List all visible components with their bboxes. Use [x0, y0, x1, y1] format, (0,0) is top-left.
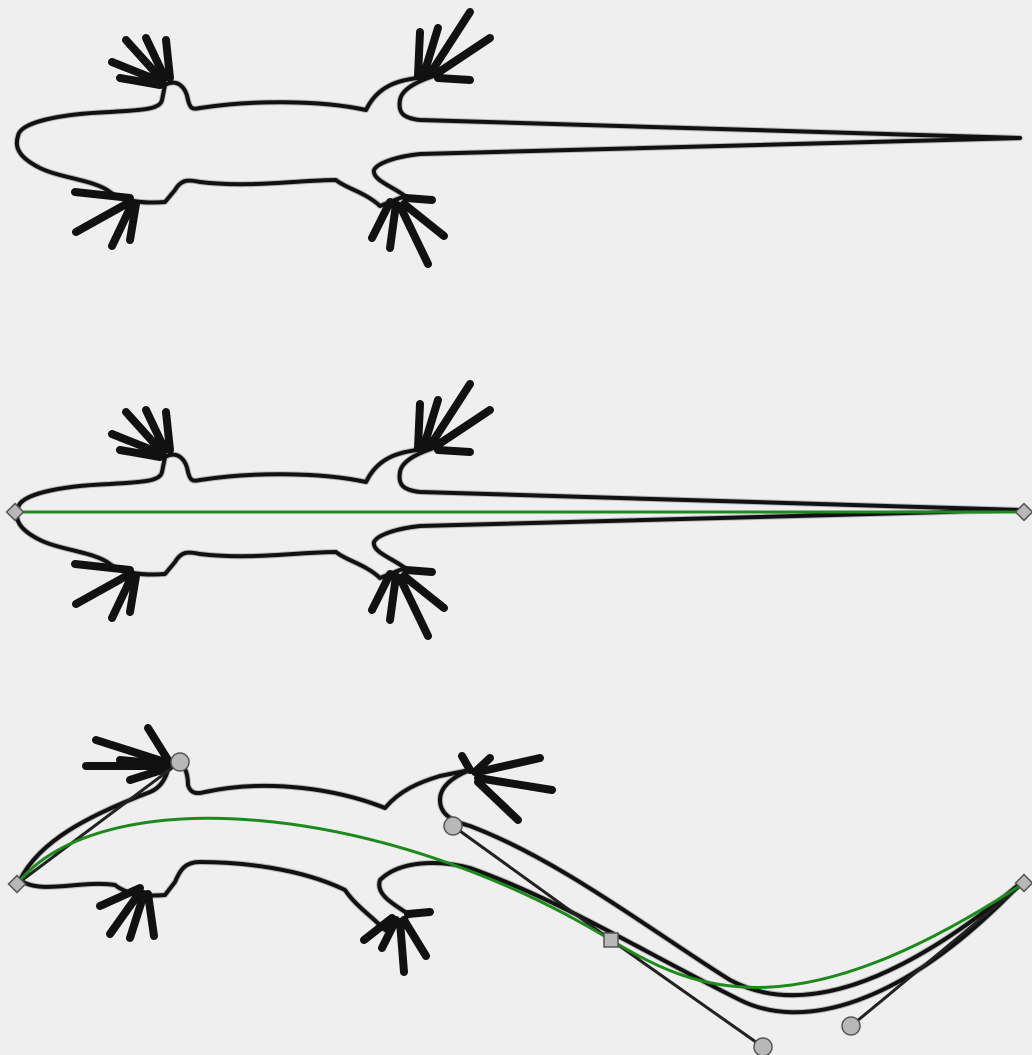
- handle-line-mid-in: [452, 824, 612, 942]
- path-start-node[interactable]: [7, 874, 27, 894]
- lizard-toes: [71, 8, 494, 268]
- bezier-handles: [16, 760, 1025, 1049]
- path-end-node[interactable]: [1014, 502, 1032, 522]
- panel-straight-path: [5, 380, 1032, 640]
- path-end-node[interactable]: [1014, 873, 1032, 893]
- handle-line-end: [850, 881, 1025, 1028]
- bezier-handle-start[interactable]: [170, 752, 190, 772]
- lizard-toes: [71, 380, 494, 640]
- bezier-handle-end[interactable]: [841, 1016, 861, 1036]
- bezier-handle-mid-out[interactable]: [753, 1037, 773, 1055]
- bent-lizard-outline: [17, 757, 1025, 1016]
- panel-original: [17, 8, 1020, 268]
- handle-line-start: [16, 760, 181, 886]
- panel-curved-path: [7, 724, 1032, 1055]
- bezier-handle-mid-in[interactable]: [443, 816, 463, 836]
- path-start-node[interactable]: [5, 502, 25, 522]
- path-mid-node[interactable]: [603, 932, 619, 948]
- handle-line-mid-out: [610, 938, 764, 1049]
- bent-lizard-toes: [82, 724, 556, 976]
- curved-skeleton-path[interactable]: [15, 816, 1026, 989]
- lizard-outline: [17, 74, 1020, 206]
